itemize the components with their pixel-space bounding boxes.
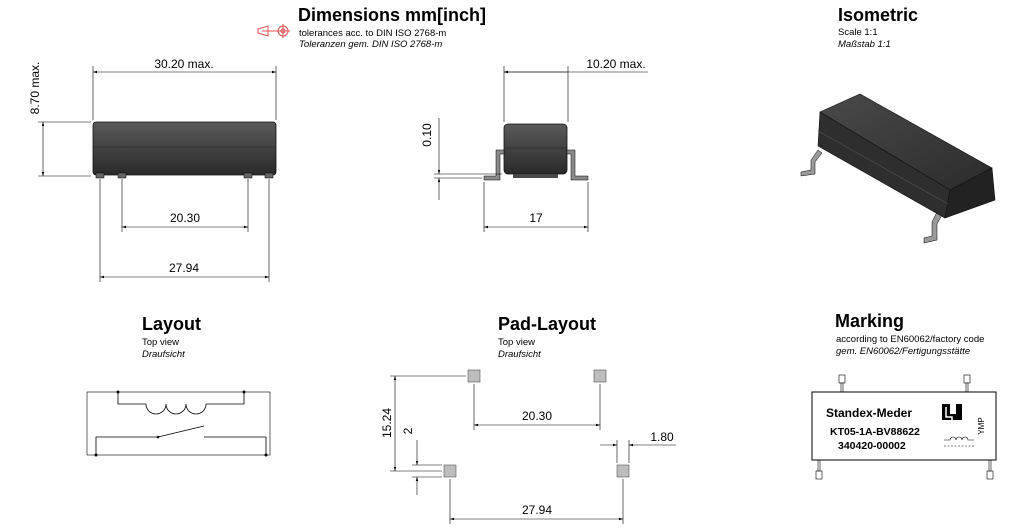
end-standoff-label: 0.10 <box>420 123 434 147</box>
pad-width-label: 1.80 <box>650 430 674 444</box>
isometric-header: Isometric Scale 1:1 Maßstab 1:1 <box>838 5 918 50</box>
layout-title: Layout <box>142 314 201 334</box>
isometric-title: Isometric <box>838 5 918 25</box>
side-view-drawing: 30.20 max. 8.70 max. 20.30 27.94 <box>28 57 277 282</box>
dimensions-title: Dimensions mm[inch] <box>298 5 486 25</box>
pad-bottom-right <box>616 464 630 478</box>
tolerance-symbol-icon <box>257 24 290 38</box>
end-view-drawing: 10.20 max. 0.10 17 <box>420 57 648 232</box>
pad-bottom-left <box>443 464 457 478</box>
end-lead-span-label: 17 <box>529 211 543 225</box>
end-width-label: 10.20 max. <box>586 57 645 71</box>
pad-layout-view: Top view <box>498 337 535 348</box>
marking-body-outline <box>811 391 997 461</box>
pad-height-label: 15.24 <box>380 408 394 438</box>
pad-inner-pitch-label: 20.30 <box>522 409 552 423</box>
pad-layout-header: Pad-Layout Top view Draufsicht <box>498 314 596 360</box>
layout-schematic <box>86 390 271 457</box>
isometric-scale: Scale 1:1 <box>838 27 878 38</box>
isometric-scale-de: Maßstab 1:1 <box>838 39 891 50</box>
pad-top-left <box>467 369 481 383</box>
pad-layout-view-de: Draufsicht <box>498 349 541 360</box>
marking-lot-code: 340420-00002 <box>838 440 906 452</box>
relay-body-side <box>92 121 277 176</box>
layout-view-de: Draufsicht <box>142 349 185 360</box>
side-height-label: 8.70 max. <box>28 62 42 115</box>
marking-note: according to EN60062/factory code <box>836 334 984 345</box>
tolerance-note-de: Toleranzen gem. DIN ISO 2768-m <box>299 39 442 50</box>
marking-note-de: gem. EN60062/Fertigungsstätte <box>836 346 970 357</box>
side-length-label: 30.20 max. <box>154 57 213 71</box>
side-outer-pitch-label: 27.94 <box>169 261 199 275</box>
pad-layout-drawing: 15.24 2 20.30 1.80 27.94 <box>380 369 676 524</box>
layout-header: Layout Top view Draufsicht <box>142 314 201 360</box>
tolerance-note: tolerances acc. to DIN ISO 2768-m <box>299 28 446 39</box>
marking-side-code: YMP <box>977 417 986 434</box>
pad-top-right <box>593 369 607 383</box>
pad-outer-pitch-label: 27.94 <box>522 503 552 517</box>
side-inner-pitch-label: 20.30 <box>170 211 200 225</box>
pad-height-2-label: 2 <box>401 427 415 434</box>
pad-layout-title: Pad-Layout <box>498 314 596 334</box>
marking-part-number: KT05-1A-BV88622 <box>830 426 920 438</box>
marking-drawing: Standex-Meder KT05-1A-BV88622 340420-000… <box>811 374 997 480</box>
dimensions-header: Dimensions mm[inch] tolerances acc. to D… <box>257 5 486 50</box>
layout-view: Top view <box>142 337 179 348</box>
isometric-drawing <box>800 93 996 244</box>
marking-brand: Standex-Meder <box>826 406 912 420</box>
marking-title: Marking <box>835 311 904 331</box>
coil-symbol-icon <box>944 436 974 447</box>
ul-logo-icon <box>942 404 962 421</box>
relay-body-end <box>503 123 568 175</box>
marking-header: Marking according to EN60062/factory cod… <box>835 311 984 357</box>
